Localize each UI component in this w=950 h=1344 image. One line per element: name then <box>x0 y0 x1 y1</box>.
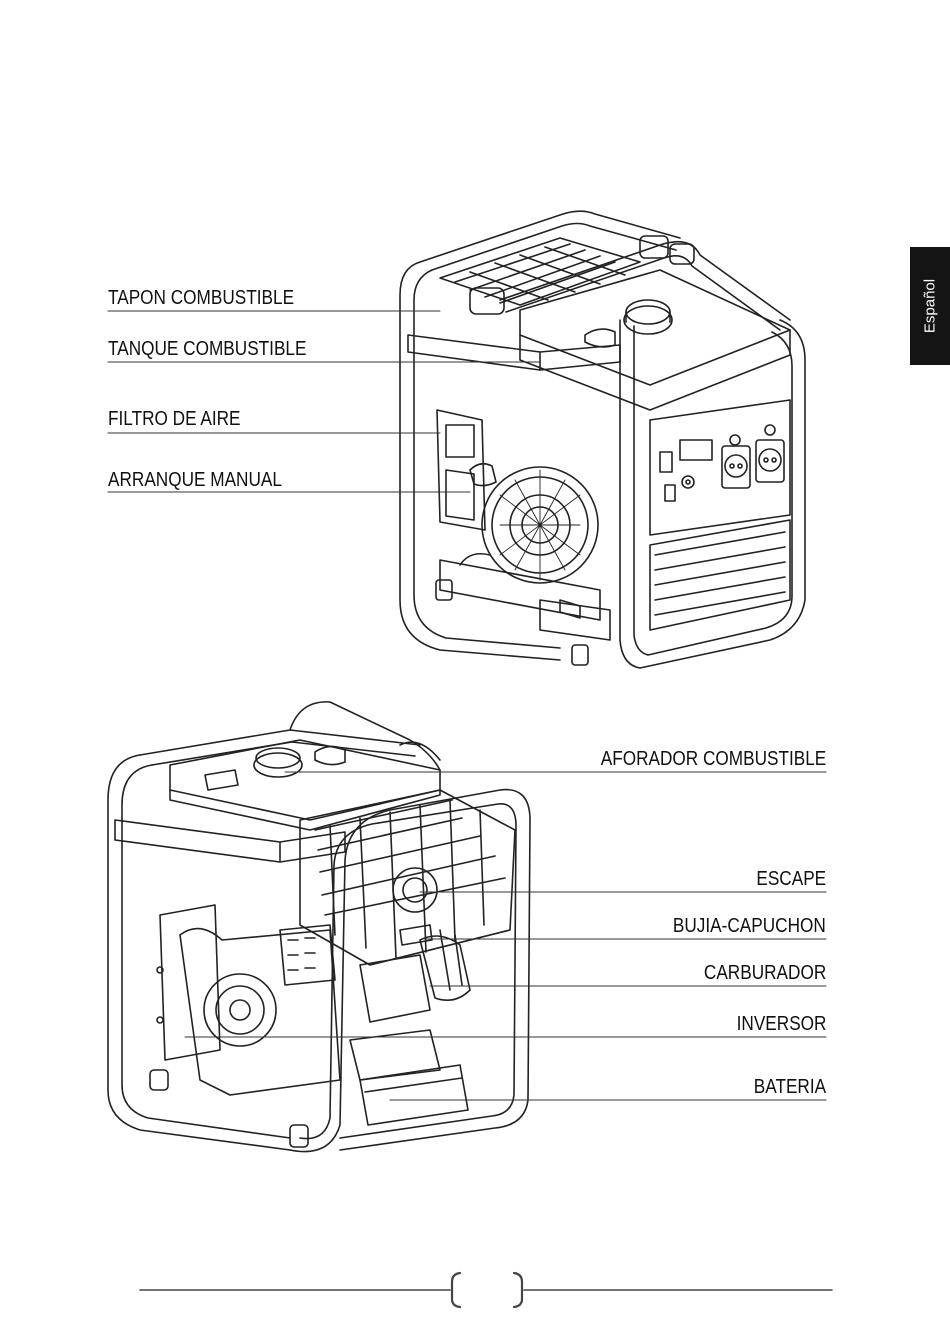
bottom-generator-drawing <box>108 702 530 1152</box>
footer-rule <box>140 1273 832 1307</box>
callout-carburador: CARBURADOR <box>704 962 826 984</box>
top-generator-drawing <box>400 211 805 668</box>
callout-tapon-combustible: TAPON COMBUSTIBLE <box>108 287 294 309</box>
callout-inversor: INVERSOR <box>736 1013 826 1035</box>
callout-arranque-manual: ARRANQUE MANUAL <box>108 469 282 491</box>
callout-tanque-combustible: TANQUE COMBUSTIBLE <box>108 338 306 360</box>
callout-bateria: BATERIA <box>754 1076 826 1098</box>
callout-bujia-capuchon: BUJIA-CAPUCHON <box>673 915 826 937</box>
callout-aforador-combustible: AFORADOR COMBUSTIBLE <box>600 748 826 770</box>
callout-escape: ESCAPE <box>756 868 826 890</box>
callout-filtro-de-aire: FILTRO DE AIRE <box>108 408 241 430</box>
